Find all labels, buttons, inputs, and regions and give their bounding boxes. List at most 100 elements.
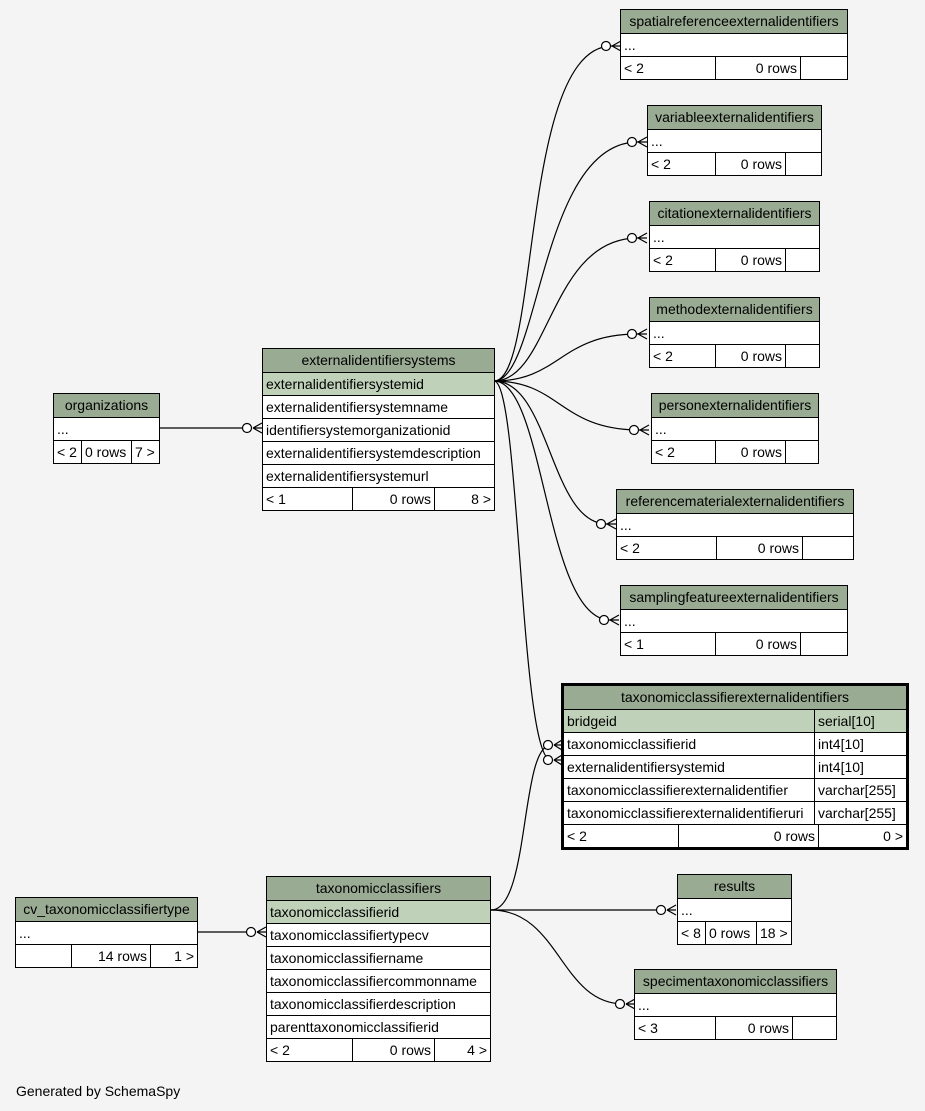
table-methodexternalidentifiers[interactable]: methodexternalidentifiers ... < 2 0 rows: [649, 297, 820, 368]
child-count: [786, 345, 819, 367]
edge-specimen: [490, 909, 625, 1005]
edge-method: [493, 333, 639, 382]
table-footer: < 2 0 rows: [650, 345, 819, 367]
parent-count: < 2: [267, 1039, 353, 1061]
table-title: referencematerialexternalidentifiers: [617, 490, 853, 514]
parent-count: < 1: [621, 633, 716, 655]
column-name: bridgeid: [564, 710, 815, 732]
edge-samplingfeature: [493, 380, 611, 621]
edge-citation: [493, 237, 639, 382]
table-footer: < 8 0 rows 18 >: [678, 922, 791, 944]
table-title: personexternalidentifiers: [652, 394, 818, 418]
column-type: int4[10]: [818, 736, 864, 752]
table-row-primary-key: externalidentifiersystemid: [263, 373, 494, 396]
table-organizations[interactable]: organizations ... < 2 0 rows 7 >: [53, 393, 160, 464]
edge-bridge-taxonomicclassifierid: [490, 744, 552, 911]
table-row: ...: [617, 514, 853, 537]
table-row: taxonomicclassifiername: [267, 947, 490, 970]
edge-person: [493, 380, 641, 431]
table-row: ...: [621, 610, 847, 633]
table-title: specimentaxonomicclassifiers: [635, 970, 836, 994]
table-row: externalidentifiersystemid int4[10]: [564, 756, 906, 779]
parent-count: < 2: [564, 825, 679, 847]
table-footer: < 3 0 rows: [635, 1017, 836, 1039]
child-count: [801, 57, 847, 79]
child-count: 0 >: [883, 828, 903, 844]
table-title: samplingfeatureexternalidentifiers: [621, 586, 847, 610]
table-title: spatialreferenceexternalidentifiers: [621, 10, 847, 34]
table-personexternalidentifiers[interactable]: personexternalidentifiers ... < 2 0 rows: [651, 393, 819, 464]
parent-count: < 3: [635, 1017, 716, 1039]
column-name: taxonomicclassifierexternalidentifieruri: [564, 802, 815, 824]
table-taxonomicclassifierexternalidentifiers[interactable]: taxonomicclassifierexternalidentifiers b…: [561, 683, 909, 850]
column-name: externalidentifiersystemid: [564, 756, 815, 778]
row-count: 0 rows: [706, 922, 757, 944]
table-row-primary-key: taxonomicclassifierid: [267, 901, 490, 924]
table-row: taxonomicclassifiercommonname: [267, 970, 490, 993]
row-count: 0 rows: [716, 57, 801, 79]
parent-count: < 2: [650, 345, 716, 367]
table-row: ...: [635, 994, 836, 1017]
table-row: taxonomicclassifierexternalidentifieruri…: [564, 802, 906, 825]
edge-variable: [493, 141, 639, 382]
row-count: 0 rows: [716, 1017, 793, 1039]
table-results[interactable]: results ... < 8 0 rows 18 >: [677, 874, 792, 945]
table-footer: < 2 0 rows: [650, 249, 819, 271]
row-count: 0 rows: [717, 537, 803, 559]
table-footer: 14 rows 1 >: [16, 945, 197, 967]
table-row: ...: [648, 130, 821, 153]
child-count: [786, 153, 821, 175]
table-row: taxonomicclassifierid int4[10]: [564, 733, 906, 756]
table-footer: < 2 0 rows 7 >: [54, 441, 159, 463]
table-referencematerialexternalidentifiers[interactable]: referencematerialexternalidentifiers ...…: [616, 489, 854, 560]
column-type: varchar[255]: [818, 782, 896, 798]
child-count: 1 >: [174, 948, 194, 964]
table-taxonomicclassifiers[interactable]: taxonomicclassifiers taxonomicclassifier…: [266, 876, 491, 1062]
table-row: ...: [54, 418, 159, 441]
edge-spatialreference: [493, 45, 613, 382]
table-citationexternalidentifiers[interactable]: citationexternalidentifiers ... < 2 0 ro…: [649, 201, 820, 272]
parent-count: < 2: [617, 537, 717, 559]
edge-referencematerial: [493, 380, 608, 525]
parent-count: < 8: [678, 922, 706, 944]
row-count: 0 rows: [716, 633, 801, 655]
table-specimentaxonomicclassifiers[interactable]: specimentaxonomicclassifiers ... < 3 0 r…: [634, 969, 837, 1040]
table-row: ...: [652, 418, 818, 441]
table-title: taxonomicclassifiers: [267, 877, 490, 901]
table-footer: < 2 0 rows 4 >: [267, 1039, 490, 1061]
table-row: externalidentifiersystemname: [263, 396, 494, 419]
child-count: [803, 537, 853, 559]
child-count: [786, 441, 818, 463]
child-count: [786, 249, 819, 271]
table-variableexternalidentifiers[interactable]: variableexternalidentifiers ... < 2 0 ro…: [647, 105, 822, 176]
table-spatialreferenceexternalidentifiers[interactable]: spatialreferenceexternalidentifiers ... …: [620, 9, 848, 80]
table-externalidentifiersystems[interactable]: externalidentifiersystems externalidenti…: [262, 348, 495, 511]
column-type: serial[10]: [818, 713, 875, 729]
child-count: 8 >: [471, 491, 491, 507]
table-title: citationexternalidentifiers: [650, 202, 819, 226]
row-count: 0 rows: [716, 345, 786, 367]
table-title: taxonomicclassifierexternalidentifiers: [564, 686, 906, 710]
column-name: taxonomicclassifierid: [564, 733, 815, 755]
child-count: [793, 1017, 836, 1039]
table-samplingfeatureexternalidentifiers[interactable]: samplingfeatureexternalidentifiers ... <…: [620, 585, 848, 656]
row-count: 14 rows: [72, 945, 151, 967]
child-count: 7 >: [135, 444, 155, 460]
table-footer: < 2 0 rows 0 >: [564, 825, 906, 847]
table-footer: < 2 0 rows: [621, 57, 847, 79]
parent-count: < 2: [650, 249, 716, 271]
column-type: int4[10]: [818, 759, 864, 775]
child-count: 4 >: [467, 1042, 487, 1058]
row-count: 0 rows: [716, 249, 786, 271]
parent-count: < 2: [652, 441, 716, 463]
table-row: externalidentifiersystemurl: [263, 465, 494, 488]
table-title: externalidentifiersystems: [263, 349, 494, 373]
table-title: results: [678, 875, 791, 899]
table-cv-taxonomicclassifiertype[interactable]: cv_taxonomicclassifiertype ... 14 rows 1…: [15, 897, 198, 968]
table-row: ...: [650, 226, 819, 249]
table-footer: < 1 0 rows 8 >: [263, 488, 494, 510]
parent-count: [16, 945, 72, 967]
row-count: 0 rows: [353, 1039, 435, 1061]
table-row-primary-key: bridgeid serial[10]: [564, 710, 906, 733]
